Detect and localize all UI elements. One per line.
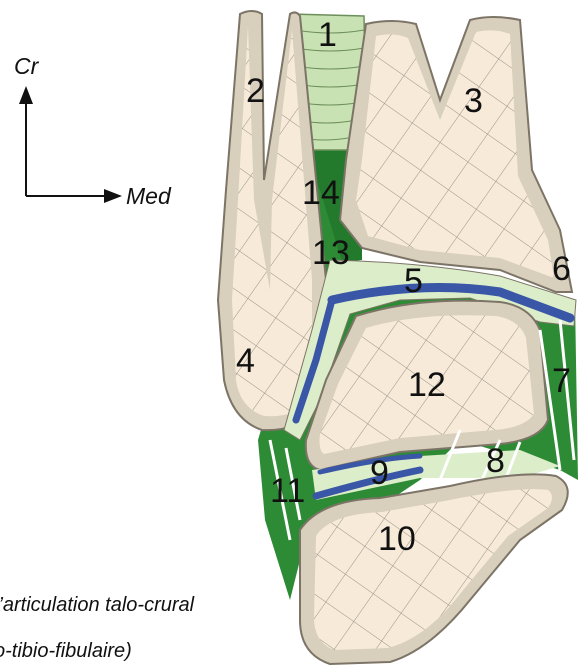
label-12: 12 xyxy=(408,366,446,404)
tibia xyxy=(340,17,572,292)
label-7: 7 xyxy=(552,362,571,400)
cranial-label: Cr xyxy=(14,53,40,79)
calcaneus xyxy=(300,474,568,664)
label-10: 10 xyxy=(378,520,416,558)
label-2: 2 xyxy=(246,72,265,110)
label-9: 9 xyxy=(370,454,389,492)
label-1: 1 xyxy=(318,16,337,54)
label-11: 11 xyxy=(270,472,305,510)
caption-line-1: l’articulation talo-crural xyxy=(0,594,194,617)
label-14: 14 xyxy=(302,174,340,212)
label-8: 8 xyxy=(486,442,505,480)
orientation-arrows: Cr Med xyxy=(14,53,172,209)
label-6: 6 xyxy=(552,250,571,288)
label-13: 13 xyxy=(312,234,350,272)
caption-line-2: o-tibio-fibulaire) xyxy=(0,640,132,663)
medial-label: Med xyxy=(126,183,172,209)
label-4: 4 xyxy=(236,342,255,380)
label-5: 5 xyxy=(404,262,423,300)
label-3: 3 xyxy=(464,82,483,120)
